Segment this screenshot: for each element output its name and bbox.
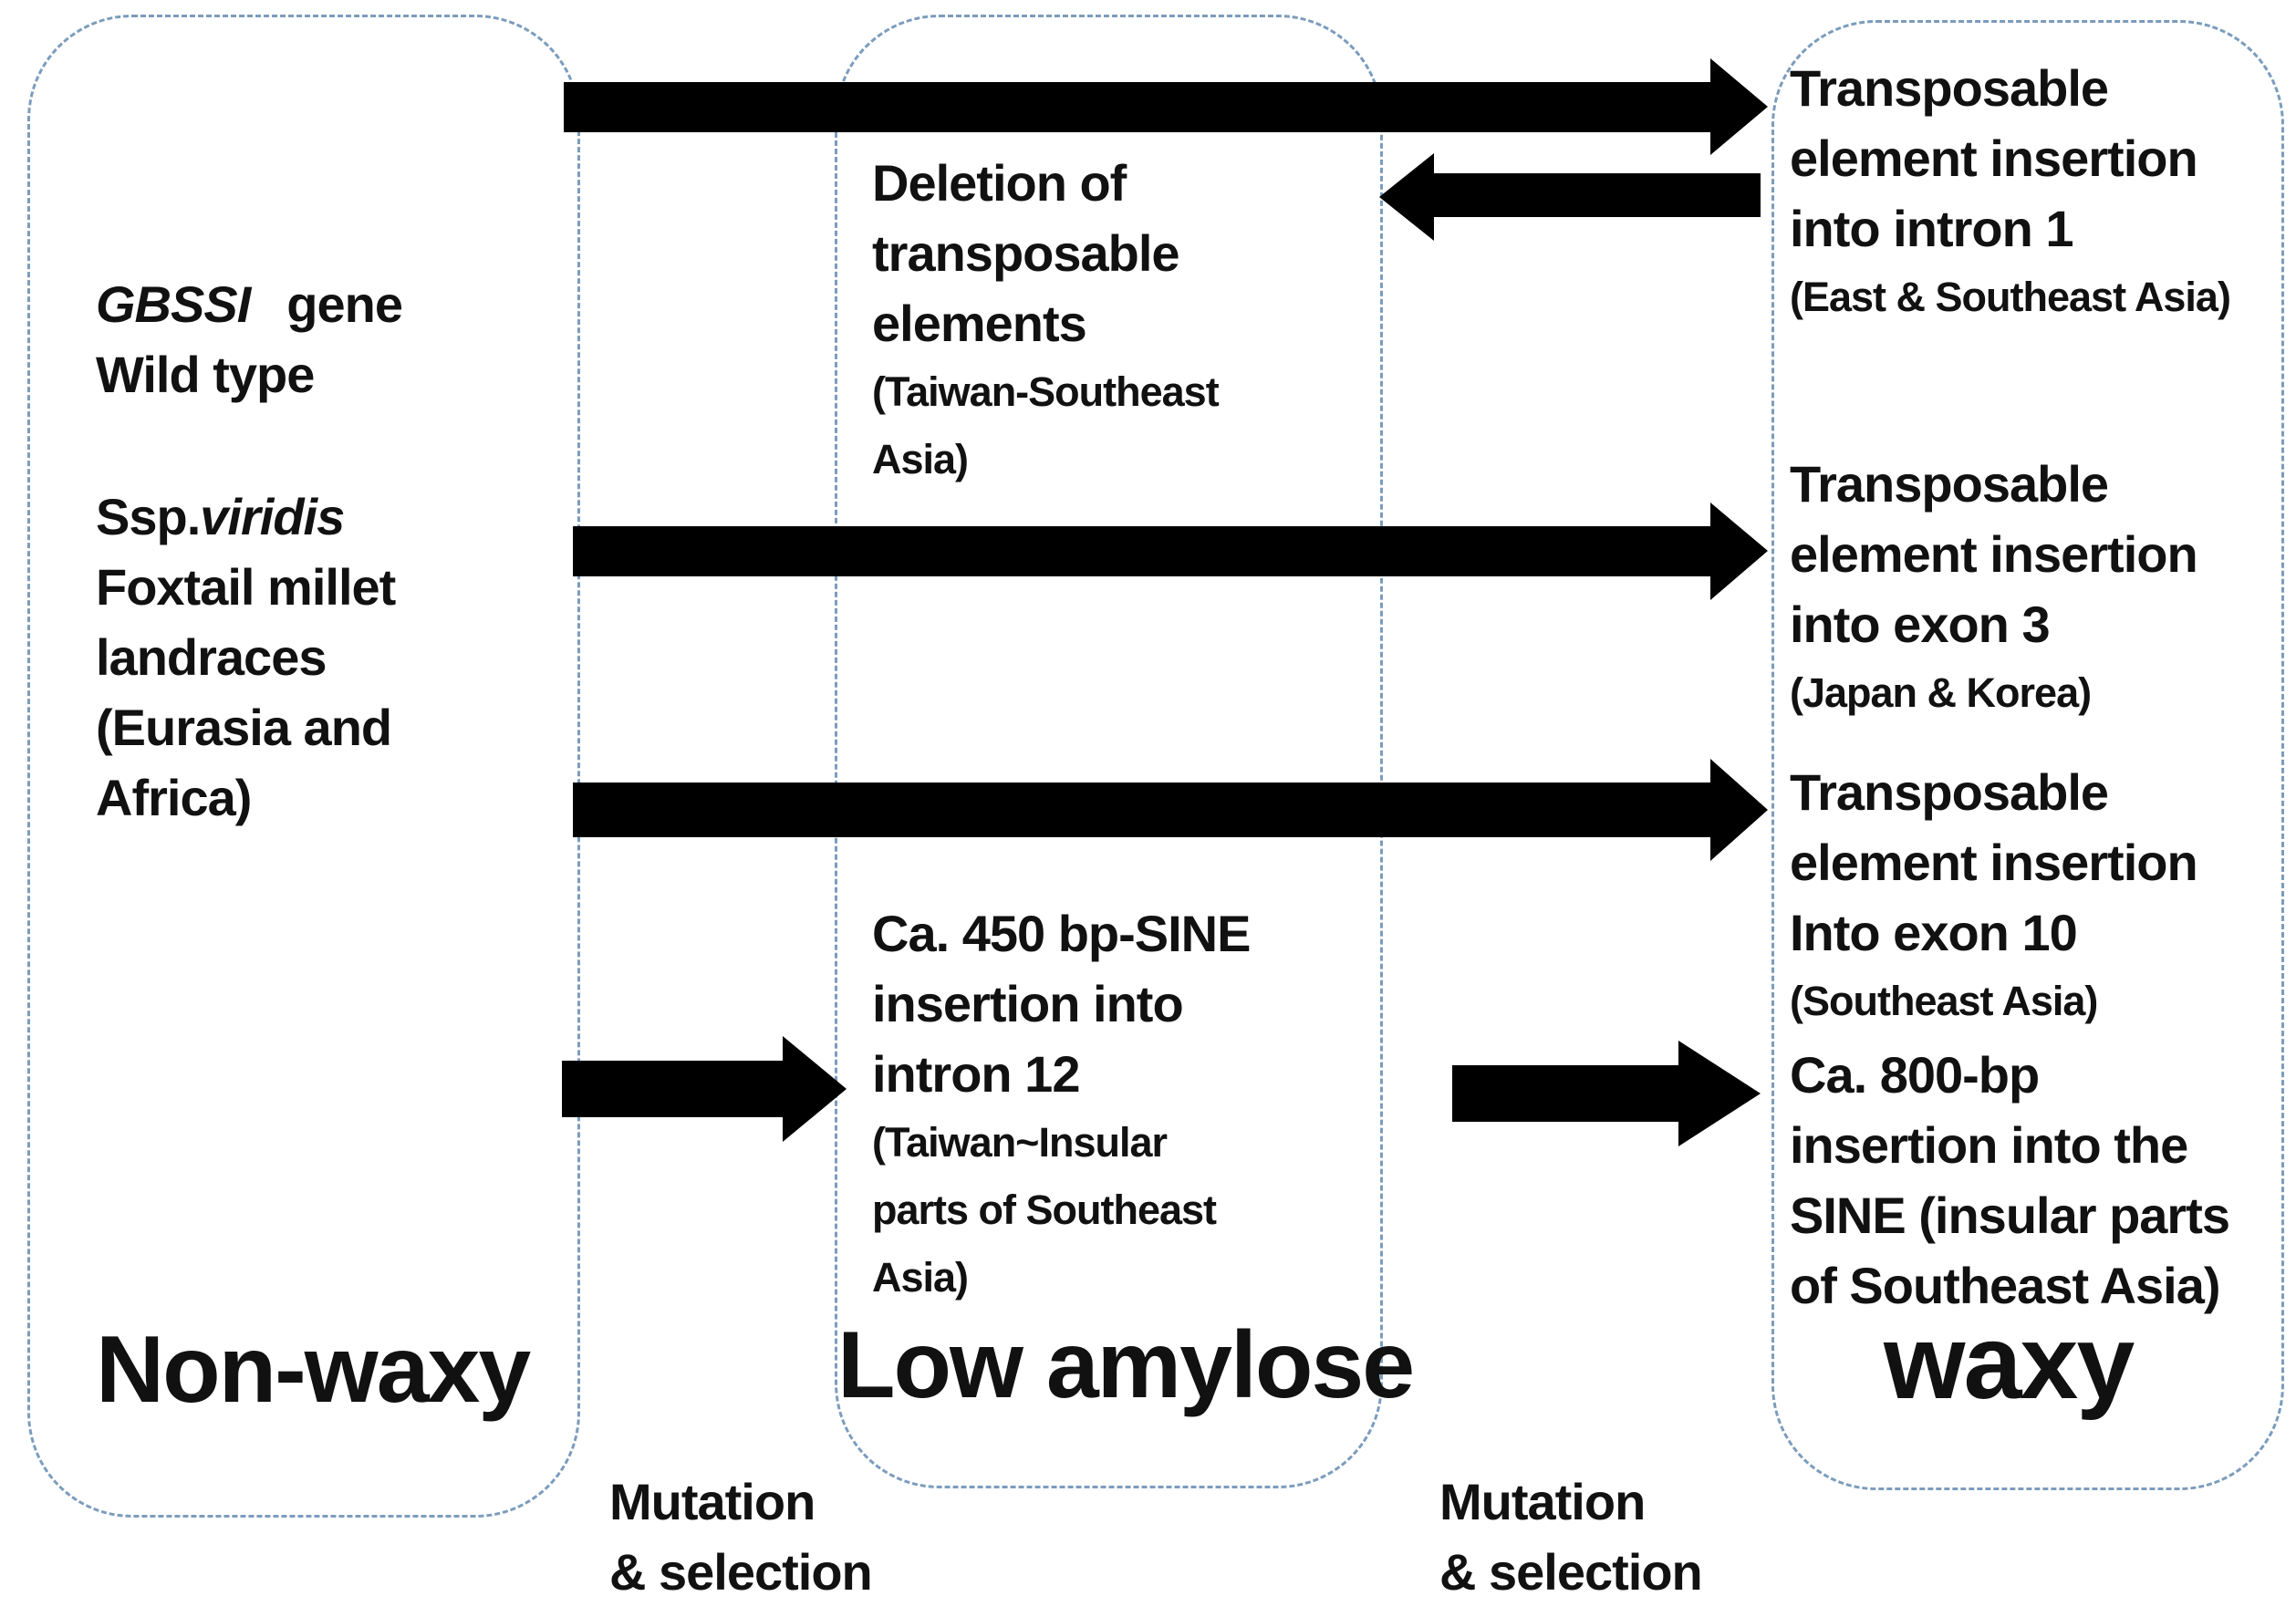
text-line: of Southeast Asia): [1790, 1257, 2221, 1314]
gene-word: gene: [286, 275, 403, 333]
ssp-prefix: Ssp.: [96, 488, 201, 545]
text-line: Africa): [96, 769, 252, 826]
foxtail-millet-text: Ssp.viridis Foxtail millet landraces (Eu…: [96, 482, 396, 833]
sine800-text: Ca. 800-bp insertion into the SINE (insu…: [1790, 1040, 2230, 1321]
text-line: insertion into the: [1790, 1116, 2188, 1174]
non-waxy-title: Non-waxy: [96, 1317, 531, 1423]
text-line: element insertion: [1790, 834, 2198, 891]
intron1-text: Transposable element insertion into intr…: [1790, 53, 2231, 331]
text-line: elements: [872, 295, 1087, 352]
arrow-wildtype-to-exon10-icon: [573, 759, 1768, 861]
text-line: Transposable: [1790, 59, 2109, 117]
text-line: element insertion: [1790, 130, 2198, 187]
mutation-selection-label-1: Mutation & selection: [609, 1467, 873, 1607]
gbssi-gene-name: GBSSI: [96, 275, 251, 333]
arrow-lowamylose-to-800bp-sine-icon: [1452, 1041, 1761, 1146]
region-line: Asia): [872, 1254, 969, 1301]
text-line: SINE (insular parts: [1790, 1187, 2230, 1244]
text-line: & selection: [609, 1543, 873, 1601]
text-line: Foxtail millet: [96, 558, 396, 616]
text-line: Transposable: [1790, 763, 2109, 821]
text-line: Deletion of: [872, 154, 1127, 212]
wild-type-line: Wild type: [96, 346, 315, 403]
text-line: (Eurasia and: [96, 699, 392, 756]
text-line: insertion into: [872, 975, 1184, 1032]
text-line: intron 12: [872, 1045, 1080, 1103]
exon10-text: Transposable element insertion Into exon…: [1790, 757, 2198, 1035]
gbssi-gene-text: GBSSI gene Wild type: [96, 269, 403, 409]
waxy-box: [1771, 20, 2284, 1490]
region-line: (Japan & Korea): [1790, 669, 2092, 716]
text-line: into exon 3: [1790, 596, 2051, 653]
deletion-text: Deletion of transposable elements (Taiwa…: [872, 148, 1220, 493]
arrow-wildtype-to-exon3-icon: [573, 503, 1768, 600]
ssp-species: viridis: [200, 488, 345, 545]
region-line: (Taiwan-Southeast: [872, 368, 1220, 415]
mutation-selection-label-2: Mutation & selection: [1439, 1467, 1703, 1607]
region-line: (Southeast Asia): [1790, 978, 2098, 1024]
low-amylose-title: Low amylose: [837, 1312, 1415, 1418]
text-line: Ca. 450 bp-SINE: [872, 905, 1251, 962]
text-line: Mutation: [1439, 1473, 1646, 1530]
waxy-title: waxy: [1884, 1304, 2135, 1421]
arrow-wildtype-to-intron1-icon: [564, 58, 1768, 155]
text-line: into intron 1: [1790, 200, 2074, 257]
region-line: (Taiwan~Insular: [872, 1119, 1168, 1166]
arrow-nonwaxy-to-intron12-sine-icon: [562, 1036, 847, 1142]
region-line: Asia): [872, 436, 969, 482]
text-line: element insertion: [1790, 525, 2198, 583]
gene-line: GBSSI gene: [96, 269, 403, 339]
non-waxy-box: [27, 15, 580, 1518]
text-line: Mutation: [609, 1473, 816, 1530]
region-line: (East & Southeast Asia): [1790, 274, 2231, 320]
text-line: Transposable: [1790, 455, 2109, 513]
text-line: transposable: [872, 224, 1180, 282]
sine450-text: Ca. 450 bp-SINE insertion into intron 12…: [872, 898, 1251, 1311]
exon3-text: Transposable element insertion into exon…: [1790, 449, 2198, 727]
text-line: Ca. 800-bp: [1790, 1046, 2040, 1104]
region-line: parts of Southeast: [872, 1187, 1217, 1233]
ssp-viridis-line: Ssp.viridis: [96, 482, 395, 552]
low-amylose-box: [835, 15, 1383, 1488]
text-line: & selection: [1439, 1543, 1703, 1601]
text-line: landraces: [96, 628, 327, 686]
text-line: Into exon 10: [1790, 904, 2078, 961]
arrow-intron1-to-deletion-icon: [1379, 153, 1761, 241]
